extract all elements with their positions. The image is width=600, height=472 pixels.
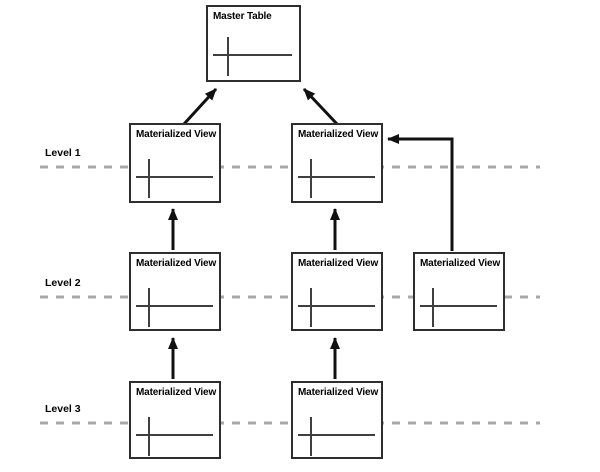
node-label: Materialized View <box>136 129 217 140</box>
node-label: Materialized View <box>298 387 379 398</box>
node-label: Materialized View <box>420 258 501 269</box>
arrow-l1b-to-master <box>302 87 339 126</box>
node-materialized-view-l2b: Materialized View <box>291 252 383 331</box>
node-label: Materialized View <box>298 129 379 140</box>
level-3-label: Level 3 <box>45 403 81 415</box>
node-materialized-view-l2a: Materialized View <box>129 252 221 331</box>
node-materialized-view-l2c: Materialized View <box>413 252 505 331</box>
node-materialized-view-l1a: Materialized View <box>129 123 221 203</box>
node-label: Master Table <box>213 11 272 22</box>
node-label: Materialized View <box>298 258 379 269</box>
node-label: Materialized View <box>136 387 217 398</box>
level-2-label: Level 2 <box>45 277 81 289</box>
arrow-l2c-to-l1b <box>387 134 454 251</box>
arrow-l1a-to-master <box>182 87 218 126</box>
node-materialized-view-l3a: Materialized View <box>129 381 221 459</box>
level-1-label: Level 1 <box>45 147 81 159</box>
node-materialized-view-l1b: Materialized View <box>291 123 383 203</box>
node-label: Materialized View <box>136 258 217 269</box>
node-master-table: Master Table <box>206 5 301 82</box>
node-materialized-view-l3b: Materialized View <box>291 381 383 459</box>
